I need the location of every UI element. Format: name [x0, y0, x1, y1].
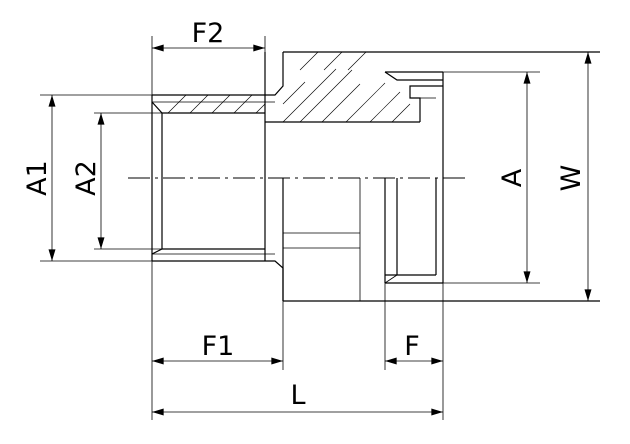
- dimension-label-f: F: [404, 331, 420, 362]
- dimension-label-a2: A2: [71, 160, 102, 196]
- fitting-body: [151, 51, 600, 302]
- dimension-label-a1: A1: [22, 160, 53, 196]
- dimension-label-f2: F2: [192, 18, 225, 49]
- dimension-lines: [48, 44, 592, 416]
- dimension-label-f1: F1: [202, 331, 235, 362]
- dimension-label-w: W: [556, 165, 587, 192]
- dimension-label-l: L: [290, 380, 305, 411]
- extension-lines: [40, 36, 540, 420]
- dimension-label-a: A: [497, 168, 528, 187]
- section-hatching: [167, 51, 411, 123]
